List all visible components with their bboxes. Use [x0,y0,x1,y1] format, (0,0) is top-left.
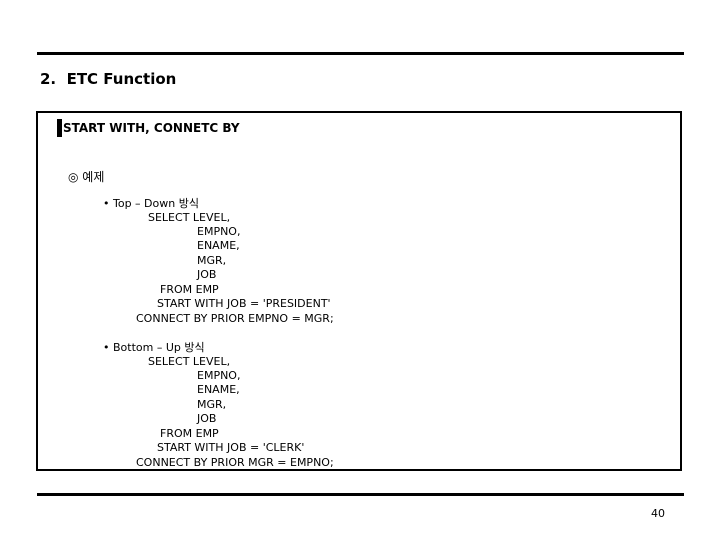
section-heading: START WITH, CONNETC BY [63,121,240,135]
code-line: JOB [197,412,217,425]
content-box: START WITH, CONNETC BY ◎ 예제 • Top – Down… [36,111,682,471]
code-line: START WITH JOB = 'CLERK' [157,441,305,454]
code-line: EMPNO, [197,225,241,238]
code-line: MGR, [197,398,227,411]
bottom-rule [37,493,684,496]
code-line: CONNECT BY PRIOR MGR = EMPNO; [136,456,334,469]
code-line: MGR, [197,254,227,267]
top-down-header: • Top – Down 방식 [103,197,199,210]
code-line: JOB [197,268,217,281]
code-line: CONNECT BY PRIOR EMPNO = MGR; [136,312,334,325]
heading-marker [57,119,62,137]
code-line: ENAME, [197,239,240,252]
code-line: FROM EMP [160,427,219,440]
top-rule [37,52,684,55]
code-line: START WITH JOB = 'PRESIDENT' [157,297,331,310]
page-title: 2. ETC Function [40,70,177,88]
example-label: ◎ 예제 [68,170,105,184]
code-line: SELECT LEVEL, [148,211,231,224]
code-line: EMPNO, [197,369,241,382]
page-number: 40 [651,507,665,520]
code-line: FROM EMP [160,283,219,296]
code-line: SELECT LEVEL, [148,355,231,368]
bottom-up-header: • Bottom – Up 방식 [103,341,205,354]
code-line: ENAME, [197,383,240,396]
